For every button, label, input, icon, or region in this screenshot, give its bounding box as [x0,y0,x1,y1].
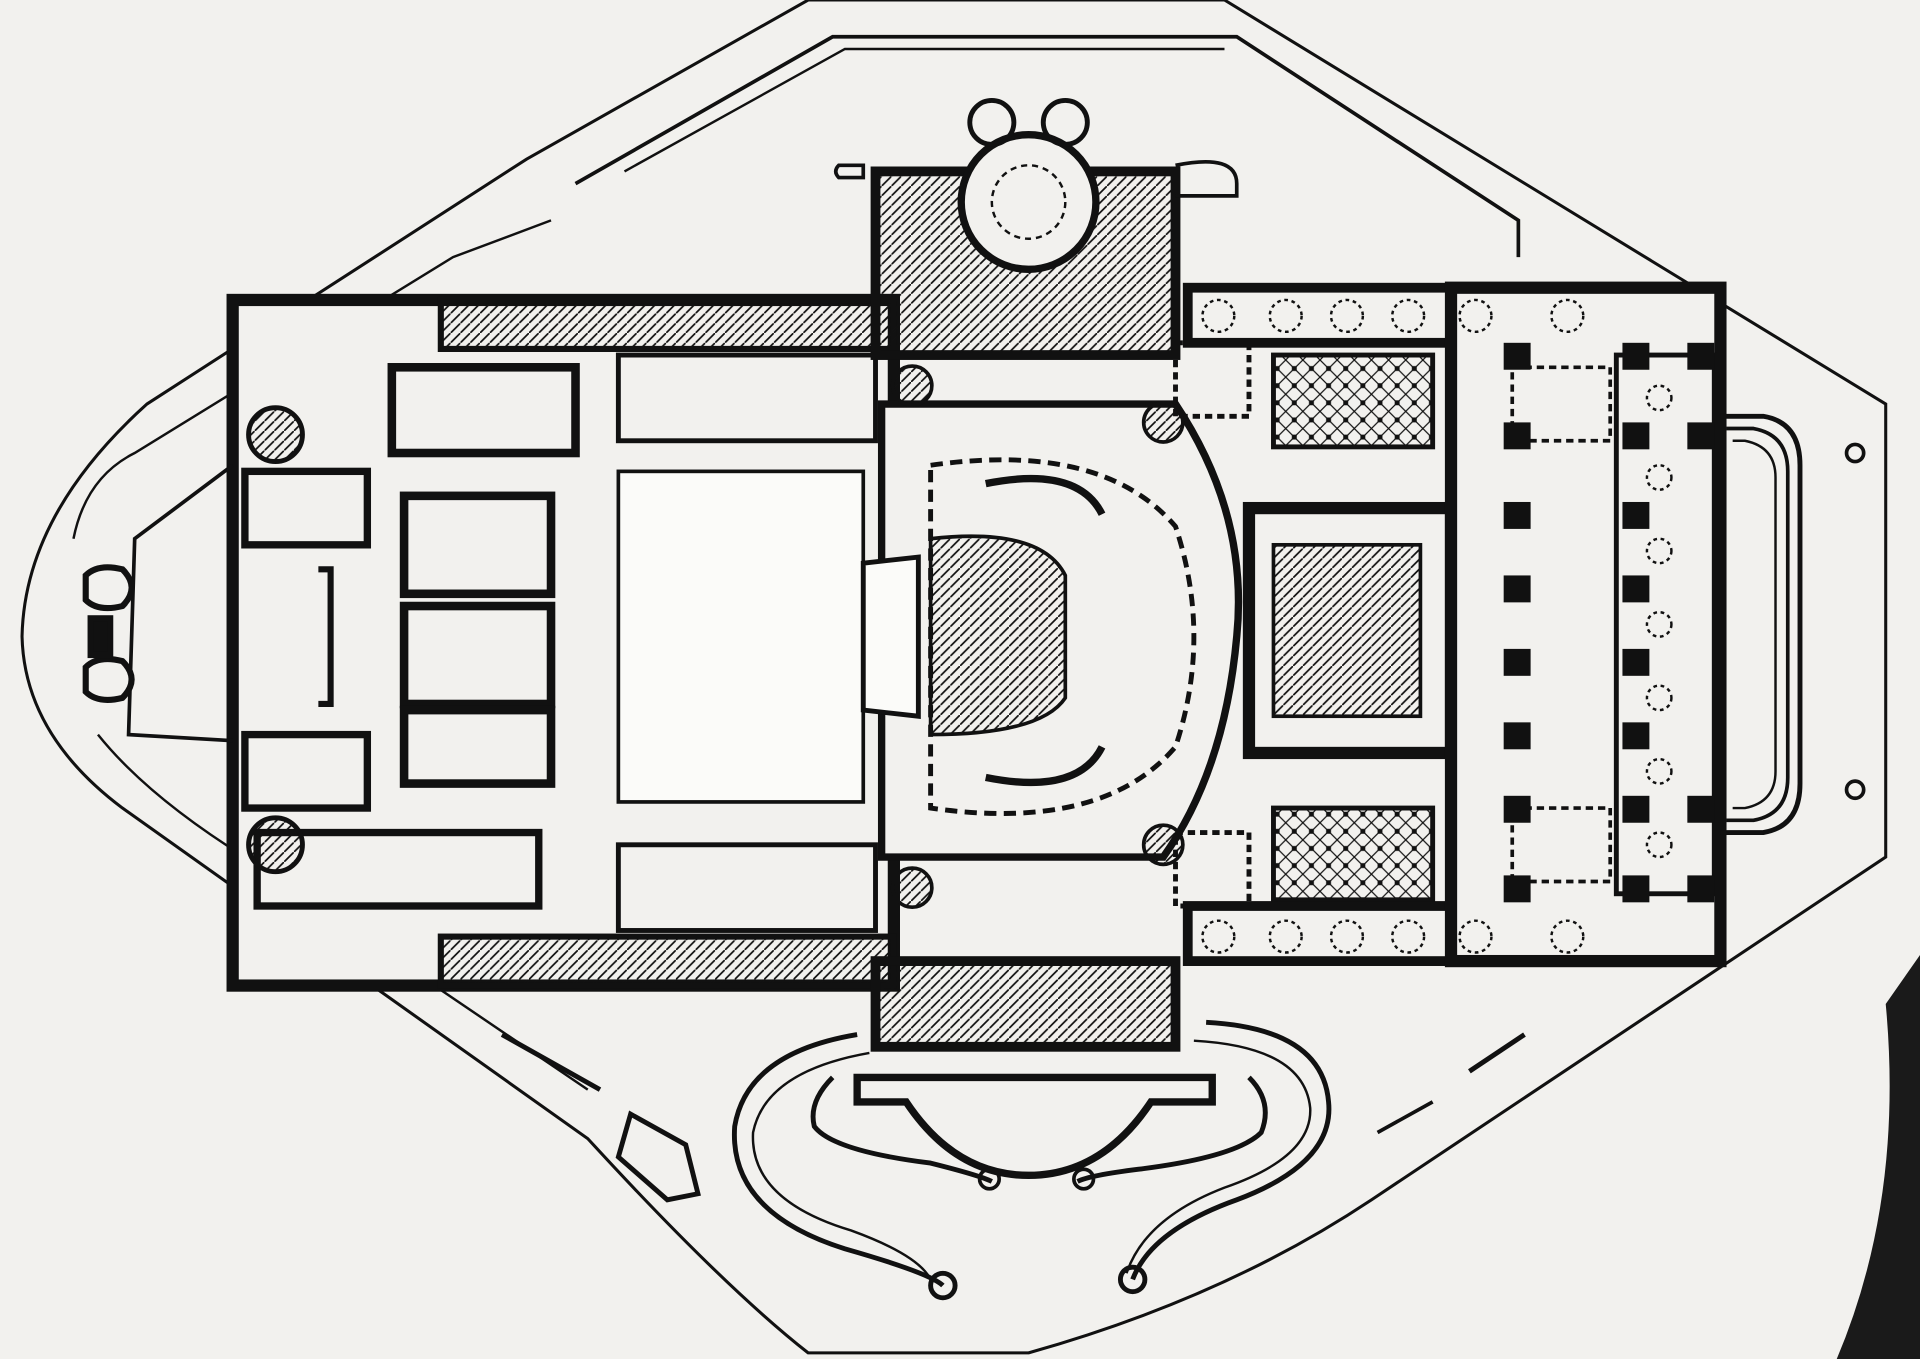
west-terrace-ornaments [82,564,135,703]
building [226,97,1803,1180]
edge-shadow [1836,954,1920,1359]
foyer-columns [1503,342,1715,903]
north-walkway [574,34,1521,258]
west-walkway [72,219,552,539]
kiosk-southwest [615,1110,701,1203]
bollard-north-east [1844,442,1866,464]
lamp-post-south [1376,1100,1434,1135]
west-terrace-rail [318,566,334,708]
site-boundary [20,0,1888,1355]
colonnade-rosettes [1201,298,1673,954]
west-terrace [126,463,234,743]
north-walkway-inner [623,47,1225,173]
lamp-post-southeast [1468,1032,1526,1074]
bollard-south-east [1844,779,1866,801]
lamp-post-southwest [500,1032,602,1092]
south-ramps [731,1019,1332,1301]
